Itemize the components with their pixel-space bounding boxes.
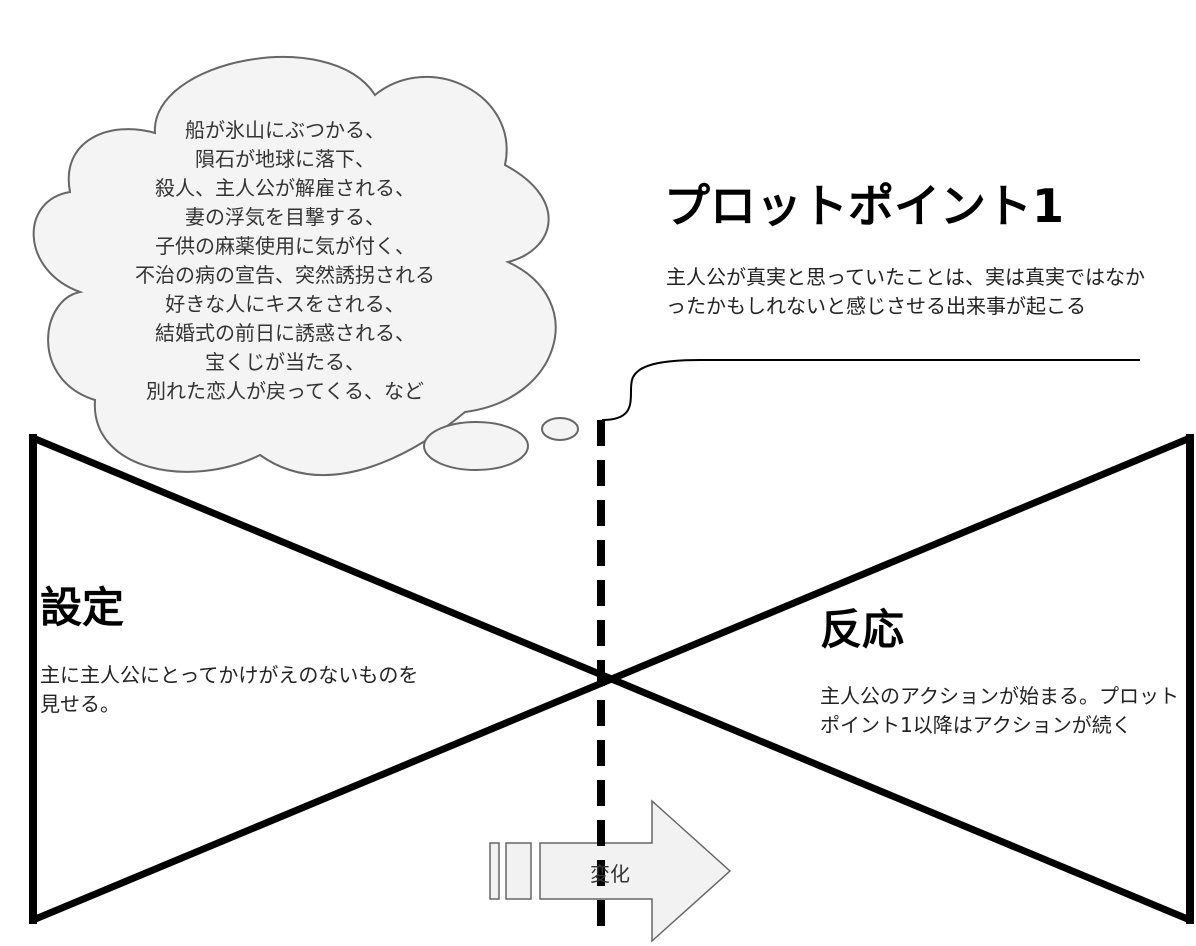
cloud-line: 結婚式の前日に誘惑される、	[155, 321, 415, 345]
plot-point-title: プロットポイント1	[664, 179, 1065, 233]
reaction-description: 主人公のアクションが始まる。プロットポイント1以降はアクションが続く	[820, 684, 1179, 737]
thought-bubble-large	[423, 421, 529, 471]
change-arrow-label: 変化	[590, 862, 630, 886]
cloud-line: 宝くじが当たる、	[205, 350, 365, 374]
change-arrow	[539, 799, 732, 943]
cloud-line: 殺人、主人公が解雇される、	[155, 176, 415, 200]
cloud-line: 妻の浮気を目撃する、	[185, 205, 385, 229]
cloud-line: 別れた恋人が戻ってくる、など	[146, 379, 424, 403]
setup-title: 設定	[40, 583, 125, 632]
cloud-line: 子供の麻薬使用に気が付く、	[155, 234, 415, 258]
reaction-title: 反応	[820, 605, 905, 654]
arrow-tail-bar-2	[505, 842, 532, 900]
thought-bubble-small	[541, 417, 579, 441]
plot-point-description: 主人公が真実と思っていたことは、実は真実ではなかったかもしれないと感じさせる出来…	[666, 265, 1145, 318]
cloud-line: 隕石が地球に落下、	[195, 147, 375, 171]
setup-description: 主に主人公にとってかけがえのないものを見せる。	[40, 663, 419, 716]
cloud-line: 不治の病の宣告、突然誘拐される	[135, 263, 435, 287]
cloud-examples: 船が氷山にぶつかる、 隕石が地球に落下、 殺人、主人公が解雇される、 妻の浮気を…	[60, 116, 510, 406]
plot-point-callout-line	[601, 359, 1140, 421]
bowtie-diagonal-up	[31, 434, 1192, 924]
arrow-tail-bar-1	[489, 842, 500, 900]
cloud-line: 船が氷山にぶつかる、	[185, 118, 385, 142]
cloud-line: 好きな人にキスをされる、	[165, 292, 405, 316]
